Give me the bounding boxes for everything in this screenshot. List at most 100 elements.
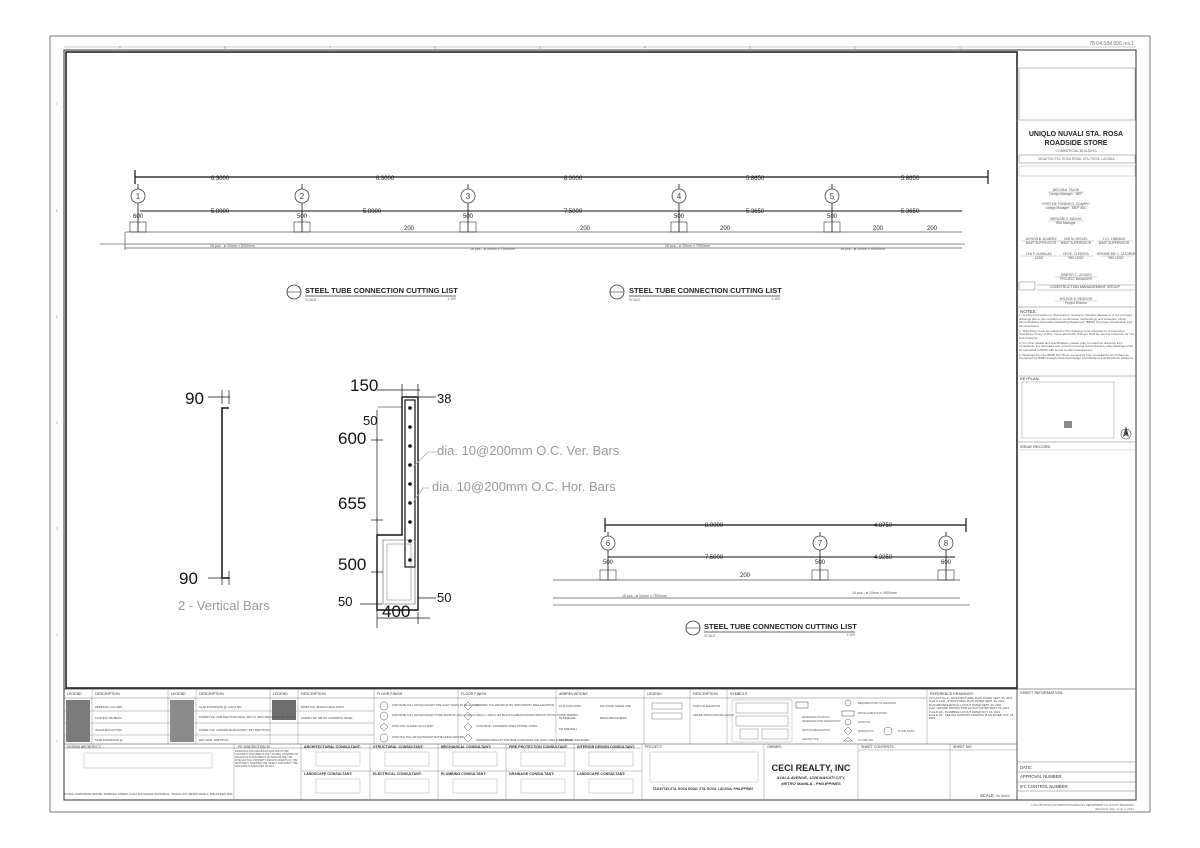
border-number: 2	[854, 46, 856, 50]
svg-text:WATERPROOFING BY PORTENS & IND: WATERPROOFING BY PORTENS & INDICATED TAB…	[476, 738, 573, 742]
svg-text:3: 3	[466, 192, 471, 201]
ver-bars-label: dia. 10@200mm O.C. Ver. Bars	[437, 443, 620, 458]
grid-bubble	[671, 188, 687, 204]
dim-655: 655	[338, 494, 366, 513]
gap-dim: 200	[720, 226, 731, 232]
dim-top: 8.0000	[564, 176, 583, 182]
svg-text:16 pcs - ø 10mm x 7500mm: 16 pcs - ø 10mm x 7500mm	[470, 247, 515, 251]
svg-text:100MM THK. CHB PARTITION WALL: 100MM THK. CHB PARTITION WALL WITH 2 HRS…	[199, 715, 296, 719]
bottom-pcs-notes: 16 pcs - ø 10mm x 7500mm 16 pcs - ø 10mm…	[622, 591, 897, 598]
border-letter: 2	[56, 633, 58, 637]
svg-text:BIMIT SUPERVISOR: BIMIT SUPERVISOR	[1061, 241, 1092, 245]
dim-mid: 5.8000	[211, 209, 230, 215]
dim-50-left: 50	[338, 594, 352, 609]
svg-text:100% BASE TOLL OR EQUIVALENT T: 100% BASE TOLL OR EQUIVALENT TINE LIGHT …	[392, 703, 479, 707]
ifc-label: IFC CONTROL NUMBER:	[1020, 784, 1069, 789]
copyright: © 2021 BUILDING INFORMATION MODELING DEP…	[1031, 803, 1135, 807]
svg-text:SCALE: SCALE	[704, 634, 716, 638]
dim-mid: 7.5000	[564, 209, 583, 215]
svg-text:4.8750: 4.8750	[874, 523, 893, 529]
keyplan-label: KEYPLAN	[1020, 376, 1039, 381]
svg-text:DRY WALL PARTITION: DRY WALL PARTITION	[199, 738, 228, 742]
dim-90-top: 90	[185, 389, 204, 408]
border-letter: 6	[56, 209, 58, 213]
svg-text:PEDESTAL COLUMN: PEDESTAL COLUMN	[95, 705, 122, 709]
project-label: PROJECT:	[645, 745, 663, 749]
dim-600: 600	[338, 429, 366, 448]
svg-text:7.5000: 7.5000	[705, 555, 724, 561]
project-subtitle: COMMERCIAL BUILDING	[1055, 149, 1096, 153]
svg-text:LEGEND: LEGEND	[273, 692, 288, 696]
svg-text:DESCRIPTION: DESCRIPTION	[693, 692, 718, 696]
gap-dim: 200	[927, 226, 938, 232]
sheet-no-label: SHEET NO:	[953, 745, 972, 749]
svg-text:7: 7	[818, 539, 823, 548]
svg-text:1:100: 1:100	[447, 297, 456, 301]
svg-text:16 pcs - ø 10mm x 6000mm: 16 pcs - ø 10mm x 6000mm	[840, 247, 885, 251]
border-number: 8	[224, 46, 226, 50]
svg-text:200: 200	[740, 573, 751, 579]
svg-text:SCALE: SCALE	[629, 298, 641, 302]
effectivity: Effectivity date: June 4, 2021	[1096, 807, 1135, 811]
bottom-grid-columns: 6 7 8	[599, 532, 955, 581]
dim-top: 6.3000	[376, 176, 395, 182]
dim-500: 500	[338, 555, 366, 574]
border-letter: 7	[56, 102, 58, 106]
svg-text:ARCHITECTURAL CONSULTANT:: ARCHITECTURAL CONSULTANT:	[304, 745, 361, 749]
svg-text:1:100: 1:100	[771, 297, 780, 301]
svg-text:WINDOW TAG: WINDOW TAG	[858, 730, 874, 733]
svg-text:STEEL TUBE CONNECTION CUTTING: STEEL TUBE CONNECTION CUTTING LIST	[704, 622, 857, 631]
svg-text:JEROME IBE C. LATORDE: JEROME IBE C. LATORDE	[1096, 252, 1135, 256]
cmg-label: CONSTRUCTION MANAGEMENT GROUP	[1050, 285, 1120, 289]
design-architect-label: DESIGN ARCHITECT:	[67, 745, 101, 749]
bottom-cutting-plan	[553, 518, 970, 606]
dim-38: 38	[437, 391, 451, 406]
owner-address-2: METRO MANILA - PHILIPPINES	[781, 781, 841, 786]
svg-text:MIG M. MIGUEL: MIG M. MIGUEL	[1064, 237, 1088, 241]
svg-text:DESCRIPTION: DESCRIPTION	[301, 692, 326, 696]
svg-text:STEEL TUBE CONNECTION CUTTING: STEEL TUBE CONNECTION CUTTING LIST	[305, 286, 458, 295]
svg-text:LEA P. DUMALAG: LEA P. DUMALAG	[1026, 252, 1053, 256]
top-dimensions: 6.3000 6.3000 8.0000 5.8650 5.8650 5.800…	[133, 176, 938, 232]
border-letter: 3	[56, 527, 58, 531]
col-dim: 600	[133, 214, 144, 220]
scale-label: SCALE:	[980, 793, 995, 798]
title-cutting-list-3: STEEL TUBE CONNECTION CUTTING LIST SCALE…	[685, 620, 857, 638]
svg-text:SLAB EXPANSION @ +100.0 MM: SLAB EXPANSION @ +100.0 MM	[199, 705, 242, 709]
svg-text:LANDSCAPE CONSULTANT:: LANDSCAPE CONSULTANT:	[304, 772, 352, 776]
svg-text:Design Manager - MEP: Design Manager - MEP	[1049, 192, 1082, 196]
svg-text:REFERENCE GRID DESIGNATION: REFERENCE GRID DESIGNATION	[802, 720, 841, 723]
gap-dim: 200	[580, 226, 591, 232]
reference-drawings-list: A2.4-A2.8 S1-A - ARCHITECTURAL PLAN DATE…	[929, 697, 1014, 721]
col-dim: 500	[827, 214, 838, 220]
border-letter: 5	[56, 315, 58, 319]
svg-text:6: 6	[606, 539, 611, 548]
svg-text:CEILING TYPE: CEILING TYPE	[802, 738, 819, 741]
project-name-line2: ROADSIDE STORE	[1045, 140, 1108, 147]
grid-col-2: 2	[293, 184, 311, 233]
title-block: UNIQLO NUVALI STA. ROSA ROADSIDE STORE C…	[1016, 52, 1136, 800]
svg-text:LEAD: LEAD	[1035, 256, 1044, 260]
svg-text:50MM THK. BOARD FIELD PAINT: 50MM THK. BOARD FIELD PAINT	[301, 705, 344, 709]
gap-dim: 200	[404, 226, 415, 232]
approval-label: APPROVAL NUMBER:	[1020, 774, 1063, 779]
dim-400: 400	[382, 602, 410, 621]
grid-col-7: 7	[811, 532, 829, 581]
svg-text:KRISTINE THEBNA G. OCAMPO: KRISTINE THEBNA G. OCAMPO	[1042, 202, 1090, 206]
svg-text:REFERENCE DRAWINGS:: REFERENCE DRAWINGS:	[930, 692, 974, 696]
svg-text:600: 600	[941, 560, 952, 566]
col-dim: 500	[297, 214, 308, 220]
svg-text:PLUMBING CONSULTANT:: PLUMBING CONSULTANT:	[441, 772, 486, 776]
dim-mid: 5.3650	[746, 209, 765, 215]
svg-text:ABBREVIATIONS: ABBREVIATIONS	[559, 692, 588, 696]
svg-text:MERLOBI C. MATIAS: MERLOBI C. MATIAS	[1051, 217, 1082, 221]
svg-text:LANDSCAPE CONSULTANT:: LANDSCAPE CONSULTANT:	[577, 772, 625, 776]
svg-text:100% TOLL GLAZED 1.0x1.0 PORT: 100% TOLL GLAZED 1.0x1.0 PORT	[392, 724, 434, 728]
svg-text:FGL FINISH GRADE LINE: FGL FINISH GRADE LINE	[600, 704, 631, 708]
border-number: 6	[434, 46, 436, 50]
grid-col-5: 5	[823, 184, 841, 233]
svg-text:SECTION DESIGNATION: SECTION DESIGNATION	[802, 729, 830, 732]
svg-text:BIM Manager: BIM Manager	[1056, 221, 1076, 225]
